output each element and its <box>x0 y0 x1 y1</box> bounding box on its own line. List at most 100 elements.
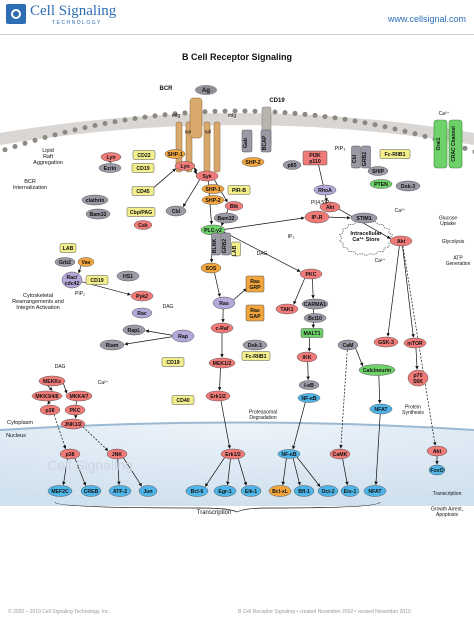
node-fcriib1b[interactable]: Fc-RIIB1 <box>241 351 271 361</box>
node-dok1[interactable]: Dok-1 <box>242 339 268 351</box>
node-pirb[interactable]: PIR-B <box>227 185 251 195</box>
node-lyn2[interactable]: Lyn <box>174 161 196 171</box>
node-jnkn[interactable]: JNK <box>106 448 128 460</box>
node-ets1[interactable]: Ets-1 <box>340 485 360 497</box>
node-ship[interactable]: SHIP <box>367 166 389 176</box>
node-mef2c[interactable]: MEF2C <box>47 485 73 497</box>
node-nfkb[interactable]: NF-κB <box>297 393 321 403</box>
node-mkk346[interactable]: MKK3/4/6 <box>31 390 63 402</box>
node-jnk12[interactable]: JNK1/2 <box>60 418 86 430</box>
node-carma1[interactable]: CARMA1 <box>301 298 329 310</box>
node-bfl1[interactable]: Bfl-1 <box>293 485 315 497</box>
node-mtor[interactable]: mTOR <box>403 337 427 349</box>
node-nfat[interactable]: NFAT <box>369 403 393 415</box>
node-nfatn[interactable]: NFAT <box>363 485 387 497</box>
node-btk[interactable]: Btk <box>224 201 244 211</box>
node-fcriib1[interactable]: Fc-RIIB1 <box>379 149 411 159</box>
node-creb[interactable]: CREB <box>80 485 102 497</box>
website-url[interactable]: www.cellsignal.com <box>387 14 466 24</box>
node-ezrin[interactable]: Ezrin <box>98 163 122 173</box>
node-shp2b[interactable]: SHP-2 <box>201 195 225 205</box>
node-lab[interactable]: LAB <box>59 243 77 253</box>
node-gsk3[interactable]: GSK-3 <box>373 336 399 348</box>
node-csk[interactable]: Csk <box>133 220 153 230</box>
node-rac[interactable]: Rac/cdc42 <box>61 271 83 289</box>
node-craf[interactable]: c-Raf <box>210 322 234 334</box>
node-mkk47[interactable]: MKK4/7 <box>65 390 93 402</box>
node-pyk2[interactable]: Pyk2 <box>130 290 154 302</box>
node-mek12[interactable]: MEK1/2 <box>208 357 236 369</box>
node-jun[interactable]: Jun <box>138 485 158 497</box>
node-bcl10[interactable]: Bcl10 <box>303 313 327 323</box>
node-foxo[interactable]: FoxO <box>428 464 446 476</box>
node-bcl6[interactable]: Bcl-6 <box>185 485 209 497</box>
node-rap[interactable]: Rap <box>171 329 195 343</box>
node-ip3r[interactable]: IP₃R <box>304 210 330 224</box>
node-cd19d[interactable]: CD19 <box>161 357 185 367</box>
node-pkc2[interactable]: PKC <box>64 404 86 416</box>
node-cd45[interactable]: CD45 <box>131 186 155 196</box>
node-grb2c[interactable]: Grb2 <box>54 257 76 267</box>
node-ikb[interactable]: I-κB <box>298 380 320 390</box>
node-rapl[interactable]: RapL <box>122 324 146 336</box>
node-shp2[interactable]: SHP-2 <box>241 157 265 167</box>
node-syk[interactable]: Syk <box>195 170 219 182</box>
node-egr1[interactable]: Egr-1 <box>213 485 237 497</box>
node-cd19b[interactable]: CD19 <box>131 163 155 173</box>
node-elk1[interactable]: Elk-1 <box>240 485 262 497</box>
node-stim1[interactable]: STIM1 <box>350 212 378 224</box>
node-p38n[interactable]: p38 <box>59 448 81 460</box>
node-p85[interactable]: p85 <box>282 160 302 170</box>
node-bcap[interactable]: BCAP <box>260 129 272 153</box>
node-pkc[interactable]: PKC <box>299 268 323 280</box>
node-erk12n[interactable]: Erk1/2 <box>220 448 246 460</box>
node-oct2[interactable]: Oct-2 <box>317 485 339 497</box>
node-nfkbn[interactable]: NF-κB <box>277 449 301 459</box>
node-bam32a[interactable]: Bam32 <box>85 208 111 220</box>
node-camk[interactable]: CaMK <box>329 448 351 460</box>
node-p38[interactable]: p38 <box>39 404 61 416</box>
node-cbl[interactable]: Cbl <box>165 205 187 217</box>
node-erk12[interactable]: Erk1/2 <box>205 390 231 402</box>
node-atf2[interactable]: ATF-2 <box>108 485 132 497</box>
node-sos[interactable]: SOS <box>200 262 222 274</box>
node-pten[interactable]: PTEN <box>369 179 393 189</box>
node-malt1[interactable]: MALT1 <box>300 328 324 338</box>
node-rhoa[interactable]: RhoA <box>313 184 337 196</box>
node-cam[interactable]: CaM <box>337 339 359 351</box>
node-akt1[interactable]: Akt <box>319 201 341 213</box>
node-blnk[interactable]: BLNK <box>211 232 221 256</box>
node-grb2[interactable]: GRB2 <box>221 232 231 256</box>
node-cbl2[interactable]: Cbl <box>351 145 361 169</box>
node-shp1b[interactable]: SHP-1 <box>201 184 225 194</box>
node-plcg2[interactable]: PLC-γ2 <box>200 224 226 236</box>
node-clathrin[interactable]: clathrin <box>81 194 109 206</box>
node-mekks[interactable]: MEKKs <box>38 375 66 387</box>
node-aktn[interactable]: Akt <box>426 445 448 457</box>
node-lyn[interactable]: Lyn <box>100 152 122 162</box>
node-cd40[interactable]: CD40 <box>171 395 195 405</box>
node-bclxl[interactable]: Bcl-xL <box>268 485 292 497</box>
node-ikk[interactable]: IKK <box>296 351 318 363</box>
node-cd22[interactable]: CD22 <box>132 150 156 160</box>
node-shp1[interactable]: SHP-1 <box>164 149 186 159</box>
node-rac2[interactable]: Rac <box>131 307 153 319</box>
node-dok3[interactable]: Dok-3 <box>395 180 421 192</box>
node-vav[interactable]: Vav <box>77 257 95 267</box>
node-bam32b[interactable]: Bam32 <box>213 212 239 224</box>
node-akt2[interactable]: Akt <box>389 235 413 247</box>
node-riam[interactable]: Riam <box>99 339 125 351</box>
node-hs1[interactable]: HS1 <box>116 270 140 282</box>
node-cd19c[interactable]: CD19 <box>85 275 109 285</box>
node-labv[interactable]: LAB <box>231 241 241 256</box>
node-tak1[interactable]: TAK1 <box>275 303 299 315</box>
node-gab[interactable]: Gab <box>241 129 253 153</box>
node-grb2b[interactable]: GRB2 <box>361 145 371 169</box>
node-ras[interactable]: Ras <box>212 296 236 310</box>
node-calcineurin[interactable]: Calcineurin <box>358 364 396 376</box>
node-cbppag[interactable]: Cbp/PAG <box>126 207 156 217</box>
